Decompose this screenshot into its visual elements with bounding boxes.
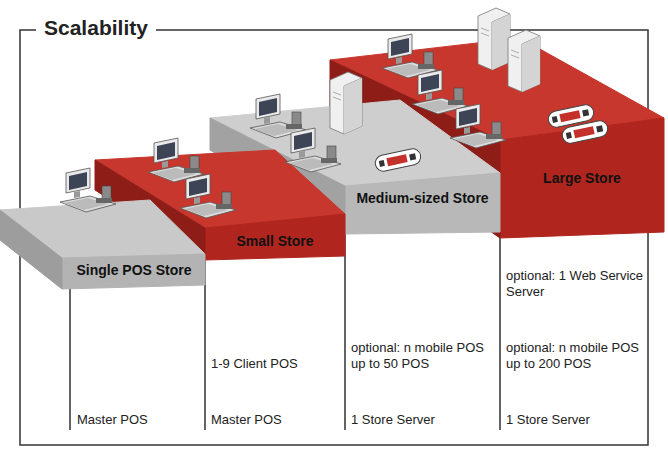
store-platform: Single POS Store xyxy=(0,200,205,289)
platform-face xyxy=(210,118,345,234)
tier-note: optional: n mobile POS up to 50 POS xyxy=(351,340,491,372)
tier-note: 1-9 Client POS xyxy=(211,356,336,372)
platform-face xyxy=(95,160,205,260)
store-label: Medium-sized Store xyxy=(347,190,498,207)
tier-note: 1 Store Server xyxy=(506,412,646,428)
tier-note: optional: 1 Web Service Server xyxy=(506,268,646,300)
store-label: Small Store xyxy=(207,233,343,250)
diagram-title: Scalability xyxy=(36,16,156,40)
platform-face xyxy=(500,118,664,238)
platform-face xyxy=(345,173,500,234)
platform-face xyxy=(205,214,345,260)
tier-note: Master POS xyxy=(77,412,197,428)
tier-note: Master POS xyxy=(211,412,336,428)
store-label: Large Store xyxy=(502,170,662,187)
platform-face xyxy=(0,210,62,289)
store-label: Single POS Store xyxy=(64,262,204,279)
tier-note: 1 Store Server xyxy=(351,412,491,428)
platform-face xyxy=(62,254,205,289)
tier-note: optional: n mobile POS up to 200 POS xyxy=(506,340,646,372)
platform-face xyxy=(330,60,500,238)
